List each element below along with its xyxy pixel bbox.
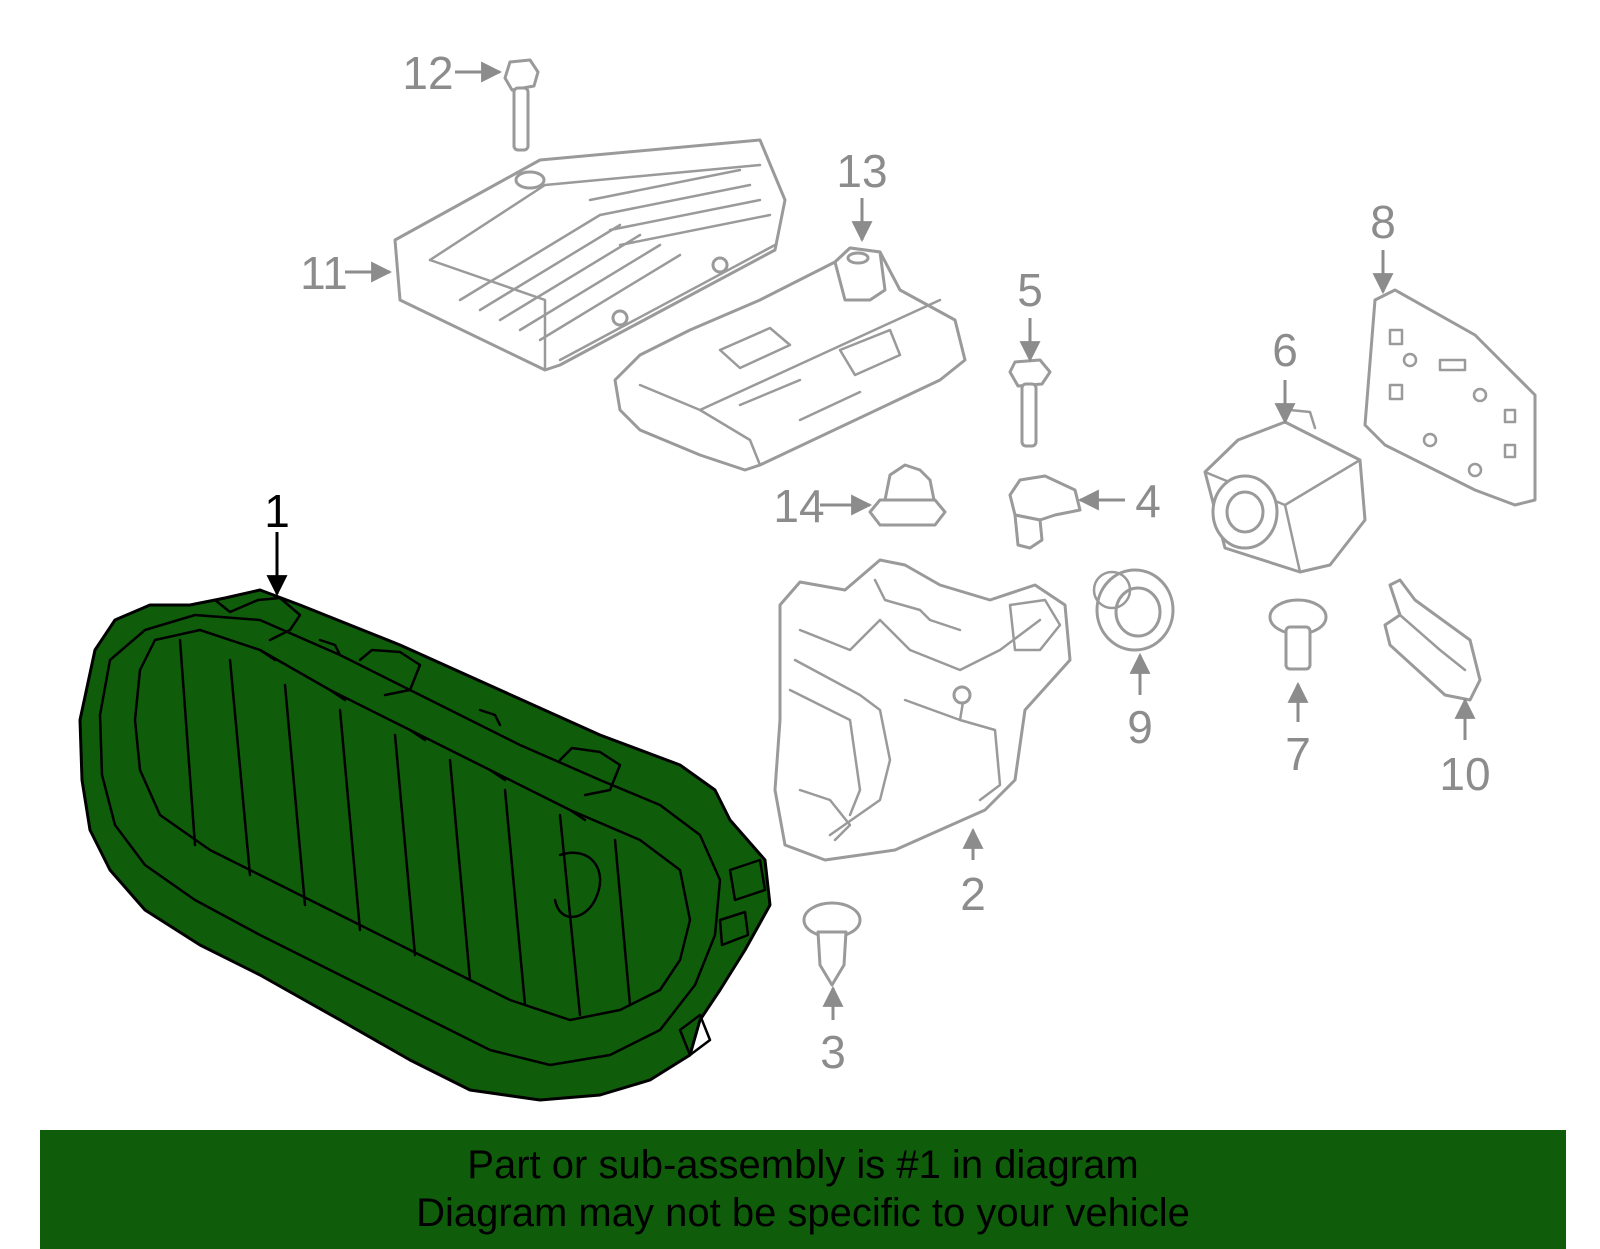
part-10-bracket-clip[interactable] <box>1383 578 1482 702</box>
callout-6: 6 <box>1272 324 1298 376</box>
part-2-housing[interactable] <box>773 558 1072 862</box>
callout-7: 7 <box>1285 728 1311 780</box>
callout-14: 14 <box>773 480 824 532</box>
callout-10: 10 <box>1439 748 1490 800</box>
callout-9: 9 <box>1127 701 1153 753</box>
part-3-push-clip[interactable] <box>802 901 862 987</box>
callout-3: 3 <box>820 1026 846 1078</box>
callout-4: 4 <box>1135 475 1161 527</box>
info-banner-bg <box>40 1130 1566 1249</box>
part-1-kidney-grille[interactable] <box>78 588 772 1102</box>
banner-line-2: Diagram may not be specific to your vehi… <box>416 1191 1190 1235</box>
part-6-camera[interactable] <box>1203 408 1367 574</box>
part-13-bracket[interactable] <box>613 246 967 472</box>
callout-1: 1 <box>264 485 290 537</box>
part-7-screw[interactable] <box>1268 598 1328 671</box>
part-9-grommet[interactable] <box>1092 568 1175 652</box>
callout-2: 2 <box>960 868 986 920</box>
part-14-cap[interactable] <box>868 463 947 527</box>
callout-13: 13 <box>836 145 887 197</box>
part-5-bolt[interactable] <box>1008 358 1052 448</box>
info-banner: Part or sub-assembly is #1 in diagram Di… <box>40 1130 1566 1249</box>
banner-line-1: Part or sub-assembly is #1 in diagram <box>467 1143 1139 1187</box>
callout-11: 11 <box>300 247 348 299</box>
callout-5: 5 <box>1017 264 1043 316</box>
part-12-bolt[interactable] <box>503 58 540 152</box>
part-8-plate[interactable] <box>1363 288 1537 507</box>
part-4-clip[interactable] <box>1008 474 1082 550</box>
part-11-control-module[interactable] <box>393 138 787 372</box>
callout-8: 8 <box>1370 196 1396 248</box>
callout-12: 12 <box>402 47 453 99</box>
